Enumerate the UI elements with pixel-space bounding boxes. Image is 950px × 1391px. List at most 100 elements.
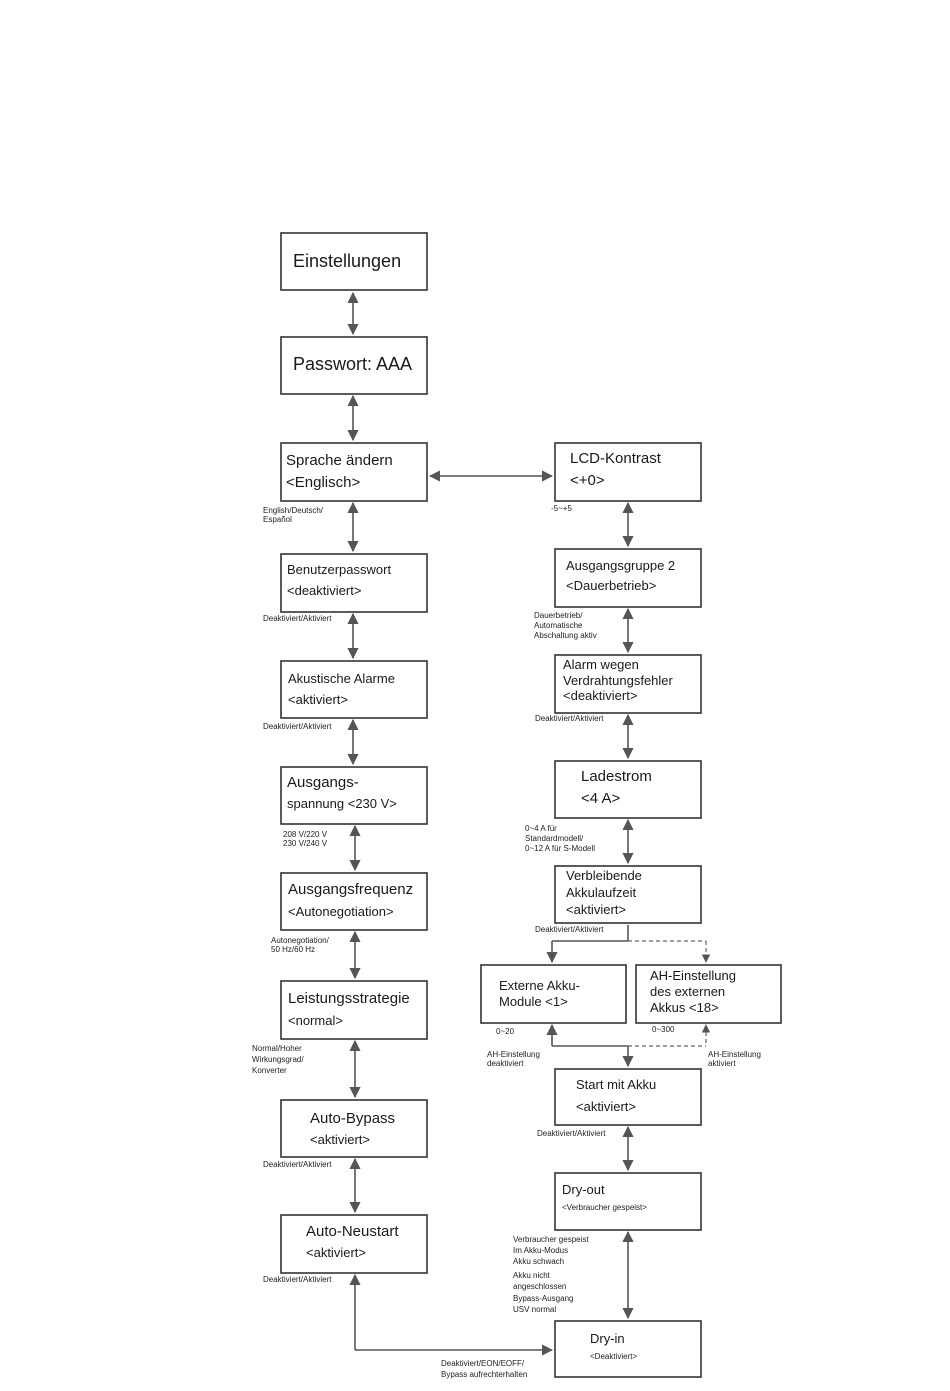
note-strategy-opts-3: Konverter bbox=[252, 1066, 287, 1075]
node-charge-current[interactable]: Ladestrom <4 A> bbox=[554, 760, 702, 819]
node-battery-start-line1: Start mit Akku bbox=[576, 1077, 656, 1092]
node-output-voltage[interactable]: Ausgangs- spannung <230 V> bbox=[280, 766, 428, 825]
note-contrast-range: -5~+5 bbox=[551, 504, 572, 513]
note-language-opts-1: English/Deutsch/ bbox=[263, 506, 324, 515]
node-remaining-runtime-line2: Akkulaufzeit bbox=[566, 885, 636, 900]
note-user-password-opts: Deaktiviert/Aktiviert bbox=[263, 614, 332, 623]
node-dry-out[interactable]: Dry-out <Verbraucher gespeist> bbox=[554, 1172, 702, 1231]
svg-text:Einstellungen: Einstellungen bbox=[293, 251, 401, 271]
svg-text:Verbraucher gespeist: Verbraucher gespeist bbox=[513, 1235, 589, 1244]
svg-text:LCD-Kontrast: LCD-Kontrast bbox=[570, 450, 662, 467]
svg-text:Standardmodell/: Standardmodell/ bbox=[525, 834, 584, 843]
svg-text:<normal>: <normal> bbox=[288, 1013, 343, 1028]
svg-text:<Englisch>: <Englisch> bbox=[286, 474, 360, 491]
svg-text:Dry-out: Dry-out bbox=[562, 1182, 605, 1197]
node-power-strategy[interactable]: Leistungsstrategie <normal> bbox=[280, 980, 428, 1040]
svg-text:Leistungsstrategie: Leistungsstrategie bbox=[288, 990, 410, 1007]
svg-text:angeschlossen: angeschlossen bbox=[513, 1282, 566, 1291]
node-charge-current-line2: <4 A> bbox=[581, 790, 620, 807]
svg-text:<aktiviert>: <aktiviert> bbox=[310, 1132, 370, 1147]
svg-text:<4 A>: <4 A> bbox=[581, 790, 620, 807]
svg-text:Abschaltung aktiv: Abschaltung aktiv bbox=[534, 631, 597, 640]
node-user-password[interactable]: Benutzerpasswort <deaktiviert> bbox=[280, 553, 428, 613]
note-dry-out-opts-7: USV normal bbox=[513, 1305, 556, 1314]
node-settings[interactable]: Einstellungen bbox=[280, 232, 428, 291]
node-auto-bypass-line1: Auto-Bypass bbox=[310, 1110, 395, 1127]
node-remaining-runtime-line3: <aktiviert> bbox=[566, 902, 626, 917]
note-group2-opts-2: Automatische bbox=[534, 621, 583, 630]
node-output-frequency-line1: Ausgangsfrequenz bbox=[288, 881, 413, 898]
svg-text:<aktiviert>: <aktiviert> bbox=[576, 1099, 636, 1114]
node-output-voltage-line1: Ausgangs- bbox=[287, 774, 359, 791]
node-output-frequency[interactable]: Ausgangsfrequenz <Autonegotiation> bbox=[280, 872, 428, 931]
node-ah-setting-line3: Akkus <18> bbox=[650, 1000, 719, 1015]
node-dry-in[interactable]: Dry-in <Deaktiviert> bbox=[554, 1320, 702, 1378]
svg-text:AH-Einstellung: AH-Einstellung bbox=[708, 1050, 761, 1059]
svg-text:Verdrahtungsfehler: Verdrahtungsfehler bbox=[563, 673, 674, 688]
node-language[interactable]: Sprache ändern <Englisch> bbox=[280, 442, 428, 502]
svg-text:<Verbraucher gespeist>: <Verbraucher gespeist> bbox=[562, 1203, 647, 1212]
node-wiring-alarm-line3: <deaktiviert> bbox=[563, 688, 637, 703]
svg-text:Deaktiviert/Aktiviert: Deaktiviert/Aktiviert bbox=[263, 1275, 332, 1284]
note-ah-enabled-2: aktiviert bbox=[708, 1059, 736, 1068]
svg-text:<Autonegotiation>: <Autonegotiation> bbox=[288, 904, 394, 919]
node-battery-start[interactable]: Start mit Akku <aktiviert> bbox=[554, 1068, 702, 1126]
node-lcd-contrast[interactable]: LCD-Kontrast <+0> bbox=[554, 442, 702, 502]
note-dry-out-opts-5: angeschlossen bbox=[513, 1282, 566, 1291]
node-remaining-runtime[interactable]: Verbleibende Akkulaufzeit <aktiviert> bbox=[554, 865, 702, 924]
node-ext-battery-modules-line1: Externe Akku- bbox=[499, 978, 580, 993]
node-charge-current-line1: Ladestrom bbox=[581, 768, 652, 785]
node-dry-out-line1: Dry-out bbox=[562, 1182, 605, 1197]
note-dry-out-opts-2: Im Akku-Modus bbox=[513, 1246, 568, 1255]
svg-text:Passwort: AAA: Passwort: AAA bbox=[293, 354, 412, 374]
node-output-group2[interactable]: Ausgangsgruppe 2 <Dauerbetrieb> bbox=[554, 548, 702, 608]
svg-text:230 V/240 V: 230 V/240 V bbox=[283, 839, 328, 848]
node-auto-restart[interactable]: Auto-Neustart <aktiviert> bbox=[280, 1214, 428, 1274]
note-ah-enabled-1: AH-Einstellung bbox=[708, 1050, 761, 1059]
svg-text:spannung <230 V>: spannung <230 V> bbox=[287, 796, 397, 811]
node-password[interactable]: Passwort: AAA bbox=[280, 336, 428, 395]
svg-text:Deaktiviert/Aktiviert: Deaktiviert/Aktiviert bbox=[535, 925, 604, 934]
note-modules-range: 0~20 bbox=[496, 1027, 515, 1036]
node-dry-out-line2: <Verbraucher gespeist> bbox=[562, 1203, 647, 1212]
svg-text:<aktiviert>: <aktiviert> bbox=[566, 902, 626, 917]
node-acoustic-alarms-line2: <aktiviert> bbox=[288, 692, 348, 707]
note-voltage-opts-2: 230 V/240 V bbox=[283, 839, 328, 848]
svg-text:Akku nicht: Akku nicht bbox=[513, 1271, 551, 1280]
svg-text:Deaktiviert/Aktiviert: Deaktiviert/Aktiviert bbox=[263, 722, 332, 731]
node-power-strategy-line1: Leistungsstrategie bbox=[288, 990, 410, 1007]
node-output-group2-line1: Ausgangsgruppe 2 bbox=[566, 558, 675, 573]
node-ah-setting[interactable]: AH-Einstellung des externen Akkus <18> bbox=[635, 964, 782, 1024]
node-dry-in-line1: Dry-in bbox=[590, 1331, 625, 1346]
svg-text:Akustische Alarme: Akustische Alarme bbox=[288, 671, 395, 686]
node-acoustic-alarms-line1: Akustische Alarme bbox=[288, 671, 395, 686]
note-voltage-opts-1: 208 V/220 V bbox=[283, 830, 328, 839]
note-dry-out-opts-1: Verbraucher gespeist bbox=[513, 1235, 589, 1244]
node-auto-bypass[interactable]: Auto-Bypass <aktiviert> bbox=[280, 1099, 428, 1158]
left-column-connectors bbox=[347, 291, 361, 1214]
svg-text:<aktiviert>: <aktiviert> bbox=[288, 692, 348, 707]
svg-text:Dry-in: Dry-in bbox=[590, 1331, 625, 1346]
node-user-password-line2: <deaktiviert> bbox=[287, 583, 361, 598]
svg-text:Bypass aufrechterhalten: Bypass aufrechterhalten bbox=[441, 1370, 527, 1379]
note-group2-opts-1: Dauerbetrieb/ bbox=[534, 611, 583, 620]
svg-text:aktiviert: aktiviert bbox=[708, 1059, 736, 1068]
note-dry-in-opts-1: Deaktiviert/EON/EOFF/ bbox=[441, 1359, 525, 1368]
note-strategy-opts-1: Normal/Hoher bbox=[252, 1044, 302, 1053]
note-dry-out-opts-6: Bypass-Ausgang bbox=[513, 1294, 573, 1303]
node-ah-setting-line1: AH-Einstellung bbox=[650, 968, 736, 983]
node-power-strategy-line2: <normal> bbox=[288, 1013, 343, 1028]
node-auto-bypass-line2: <aktiviert> bbox=[310, 1132, 370, 1147]
node-wiring-alarm[interactable]: Alarm wegen Verdrahtungsfehler <deaktivi… bbox=[554, 654, 702, 714]
node-dry-in-line2: <Deaktiviert> bbox=[590, 1352, 637, 1361]
node-acoustic-alarms[interactable]: Akustische Alarme <aktiviert> bbox=[280, 660, 428, 719]
svg-text:Wirkungsgrad/: Wirkungsgrad/ bbox=[252, 1055, 304, 1064]
note-strategy-opts-2: Wirkungsgrad/ bbox=[252, 1055, 304, 1064]
node-ext-battery-modules[interactable]: Externe Akku- Module <1> bbox=[480, 964, 627, 1024]
svg-text:Ladestrom: Ladestrom bbox=[581, 768, 652, 785]
node-output-frequency-line2: <Autonegotiation> bbox=[288, 904, 394, 919]
node-language-line1: Sprache ändern bbox=[286, 452, 393, 469]
node-lcd-contrast-line1: LCD-Kontrast bbox=[570, 450, 662, 467]
note-bypass-opts: Deaktiviert/Aktiviert bbox=[263, 1160, 332, 1169]
